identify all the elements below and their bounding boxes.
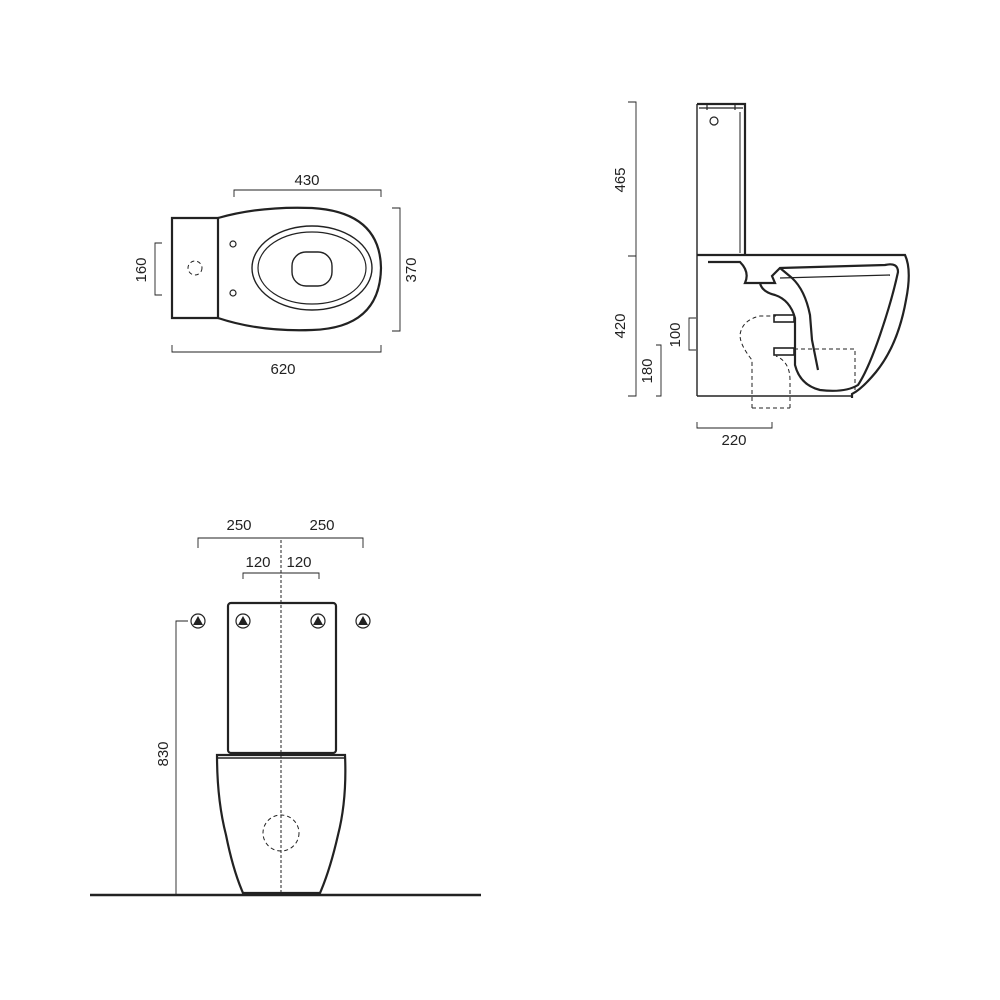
plan-dim-160-label: 160 (133, 257, 150, 282)
plan-dim-160-line (154, 242, 162, 296)
side-dim-180-label: 180 (639, 358, 656, 383)
front-bowl-outline (215, 753, 347, 895)
front-outlet-circle (262, 814, 300, 852)
front-dim-250-right-label: 250 (309, 517, 334, 534)
side-dim-100-label: 100 (667, 322, 684, 347)
front-fixing-marker-inner-right (310, 613, 326, 629)
side-outlet-lower (773, 347, 795, 356)
side-dim-420-label: 420 (612, 313, 629, 338)
front-dim-830-line (175, 620, 188, 895)
plan-rim-outer (251, 225, 373, 311)
front-view: 250 250 120 120 830 (90, 517, 481, 897)
plan-dim-370-line (392, 207, 401, 332)
front-dim-830-label: 830 (155, 741, 172, 766)
plan-cistern-inlet (187, 260, 203, 276)
front-dim-250-line (197, 537, 364, 548)
plan-dim-430-line (233, 189, 382, 197)
plan-view: 430 620 370 160 (133, 172, 420, 378)
side-dim-180-line (656, 344, 662, 397)
front-cistern-outline (226, 601, 338, 755)
front-dim-120-right-label: 120 (286, 554, 311, 571)
side-bowl-inner (708, 260, 900, 392)
side-trap-curve (779, 267, 820, 371)
front-dim-120-line (242, 572, 320, 579)
plan-fixing-hole-bottom (229, 289, 237, 297)
plan-water-outlet (291, 251, 333, 287)
side-bowl-outline (697, 253, 910, 398)
side-cistern-lid (699, 104, 743, 110)
front-fixing-marker-outer-left (190, 613, 206, 629)
plan-dim-620-label: 620 (270, 361, 295, 378)
side-dim-220-line (696, 422, 773, 429)
side-rim-top (779, 274, 891, 279)
plan-dim-370-label: 370 (403, 257, 420, 282)
front-dim-120-left-label: 120 (245, 554, 270, 571)
side-cistern-outline (697, 102, 747, 255)
plan-cistern-outline (170, 216, 220, 320)
front-fixing-marker-inner-left (235, 613, 251, 629)
plan-rim-inner (257, 231, 367, 305)
side-outlet-upper (773, 314, 795, 323)
front-dim-250-left-label: 250 (226, 517, 251, 534)
plan-bowl-outline (217, 206, 383, 332)
side-dim-465-label: 465 (612, 167, 629, 192)
side-dim-100-line (688, 317, 696, 351)
front-fixing-marker-outer-right (355, 613, 371, 629)
side-dim-height-line (628, 101, 637, 397)
plan-dim-430-label: 430 (294, 172, 319, 189)
side-pipe-horizontal (794, 348, 856, 392)
side-flush-button (709, 116, 719, 126)
side-view: 465 420 100 180 220 (612, 101, 910, 449)
plan-dim-620-line (171, 345, 382, 353)
side-pipe-vertical (739, 315, 791, 408)
plan-fixing-hole-top (229, 240, 237, 248)
side-dim-220-label: 220 (721, 432, 746, 449)
